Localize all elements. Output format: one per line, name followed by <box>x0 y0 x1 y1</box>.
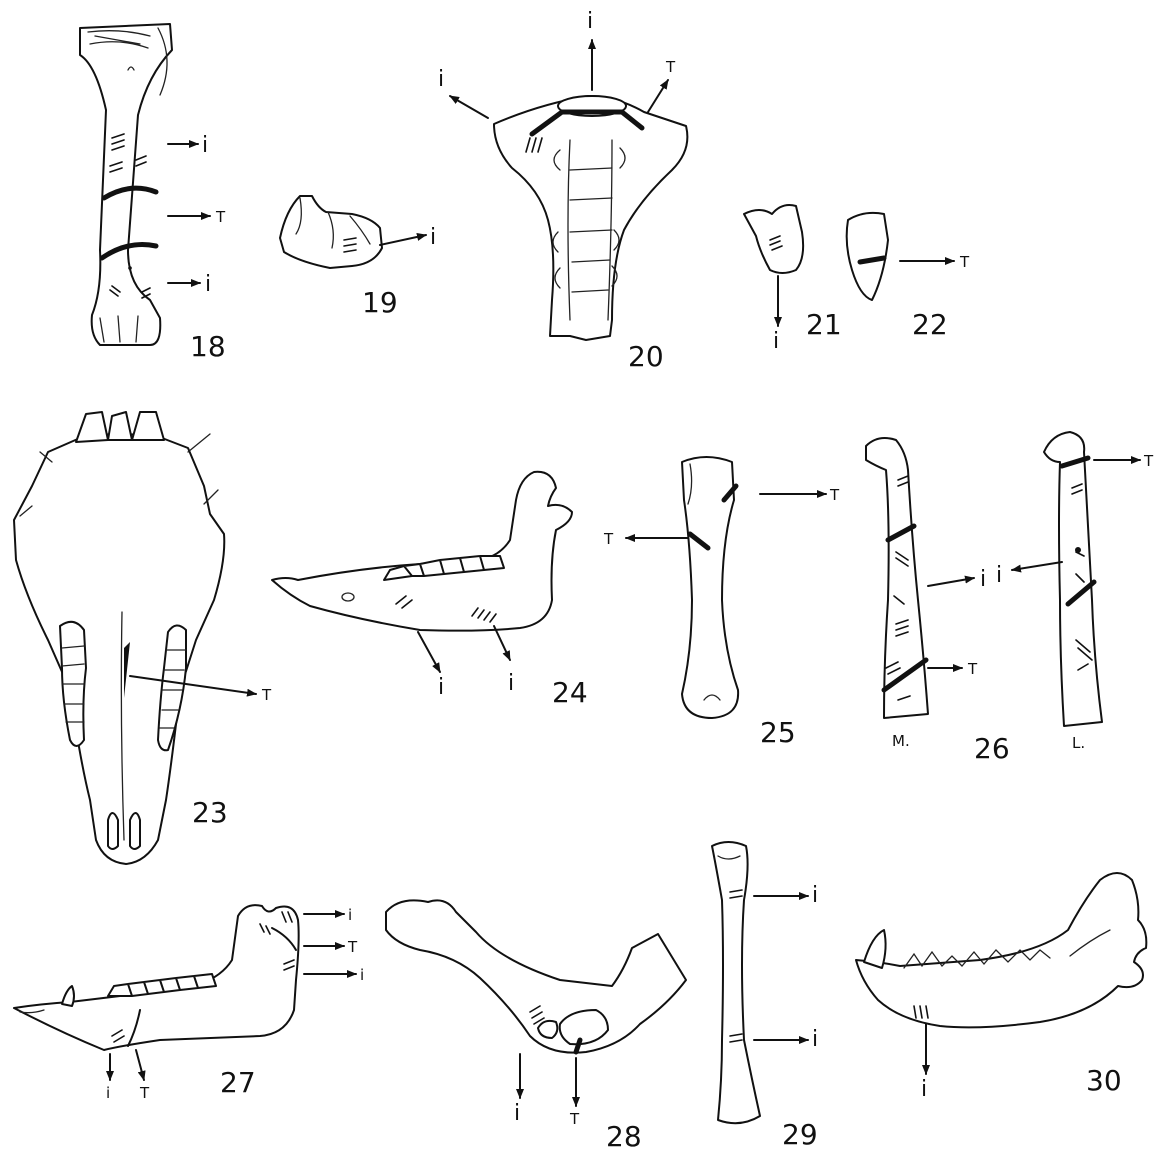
fig27-label-T-bottom: T <box>139 1084 150 1102</box>
fig29-label-i1: i <box>812 883 818 908</box>
fig29-bone-outline <box>712 842 760 1123</box>
fig18-label-i1: i <box>202 133 208 158</box>
fig24-mandible-outline <box>272 472 572 631</box>
fig18-number: 18 <box>190 330 226 363</box>
figure-30: i 30 <box>856 873 1146 1102</box>
figure-20: i i T 20 <box>438 9 687 373</box>
fig27-label-i-mid: i <box>360 966 364 984</box>
fig25-number: 25 <box>760 716 796 749</box>
fig18-bone-outline <box>80 24 172 345</box>
fig27-label-i-top: i <box>348 906 352 924</box>
figure-25: T T 25 <box>603 457 840 749</box>
fig26-sublabel-lateral: L. <box>1072 734 1085 752</box>
fig27-label-T-top: T <box>347 938 358 956</box>
fig28-bone-outline <box>386 900 686 1052</box>
fig19-number: 19 <box>362 286 398 319</box>
figure-28: i T 28 <box>386 900 686 1151</box>
fig23-label-T: T <box>261 686 272 704</box>
fig20-label-T: T <box>665 58 676 76</box>
fig24-label-i1: i <box>438 675 444 700</box>
fig20-label-i-left: i <box>438 67 444 92</box>
fig22-number: 22 <box>912 308 948 341</box>
fig28-label-i: i <box>514 1101 520 1126</box>
fig30-label-i: i <box>921 1077 927 1102</box>
fig25-label-T-left: T <box>603 530 614 548</box>
fig27-canine <box>62 986 74 1006</box>
fig26-label-T1: T <box>967 660 978 678</box>
figure-29: i i 29 <box>712 842 818 1151</box>
fig26-label-T2: T <box>1143 452 1154 470</box>
fig23-number: 23 <box>192 796 228 829</box>
fig28-label-T: T <box>569 1110 580 1128</box>
fig30-canine <box>864 930 886 968</box>
fig19-label-i: i <box>430 225 436 250</box>
fig23-occipital-condyles <box>76 412 164 442</box>
figure-21: i 21 <box>744 205 842 354</box>
fig19-bone-outline <box>280 196 382 268</box>
figure-26: i T i T M. L. 26 <box>866 432 1154 765</box>
fig25-label-T-right: T <box>829 486 840 504</box>
fig20-label-i-top: i <box>587 9 593 34</box>
fig29-label-i2: i <box>812 1027 818 1052</box>
fig26-label-i1: i <box>980 567 986 592</box>
fig21-label-i: i <box>773 329 779 354</box>
figure-19: i 19 <box>280 196 436 319</box>
fig30-mandible-outline <box>856 873 1146 1027</box>
fig28-tooth-socket <box>538 1021 557 1038</box>
fig18-label-T: T <box>215 208 226 226</box>
fig18-label-i2: i <box>205 272 211 297</box>
figure-24: i i 24 <box>272 472 588 709</box>
fig29-number: 29 <box>782 1118 818 1151</box>
fig27-number: 27 <box>220 1066 256 1099</box>
fig27-mandible-outline <box>14 905 299 1050</box>
fig24-label-i2: i <box>508 671 514 696</box>
fig26-number: 26 <box>974 732 1010 765</box>
fig26-bone-medial-outline <box>866 438 928 718</box>
fig30-number: 30 <box>1086 1064 1122 1097</box>
fig24-number: 24 <box>552 676 588 709</box>
fig22-label-T: T <box>959 253 970 271</box>
figure-23: T 23 <box>14 412 272 864</box>
fig21-number: 21 <box>806 308 842 341</box>
figure-27: i T i i T 27 <box>14 905 364 1102</box>
fig26-label-i2: i <box>996 563 1002 588</box>
fig20-number: 20 <box>628 340 664 373</box>
fig26-sublabel-medial: M. <box>892 732 910 750</box>
figure-22: T 22 <box>847 213 970 341</box>
figure-18: i T i 18 <box>80 24 226 363</box>
fig20-bone-outline <box>494 96 687 340</box>
fig28-number: 28 <box>606 1120 642 1151</box>
fig26-bone-lateral-outline <box>1044 432 1102 726</box>
fig27-label-i-bottom: i <box>106 1084 110 1102</box>
